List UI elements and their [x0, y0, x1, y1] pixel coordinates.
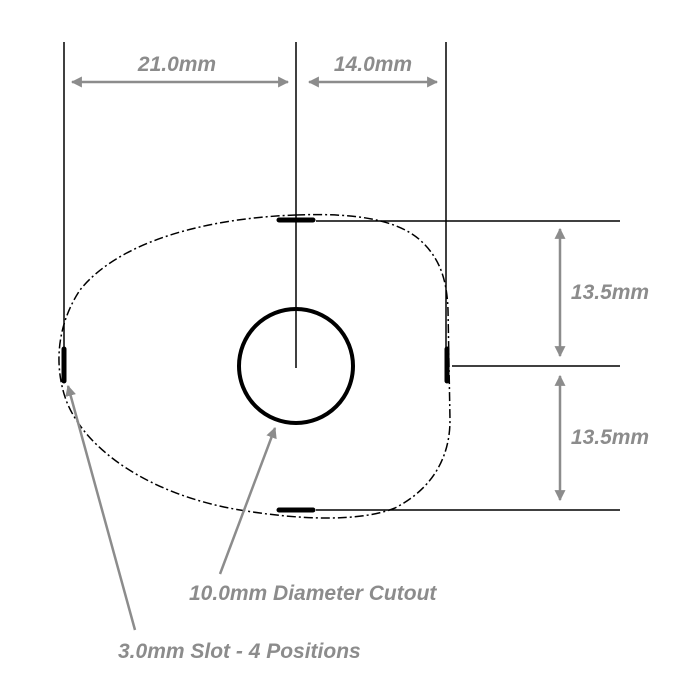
part-outline [58, 213, 451, 519]
dimension-label-lower-height: 13.5mm [571, 426, 649, 449]
diameter-cutout-circle [237, 307, 355, 425]
dimension-label-left-width: 21.0mm [137, 53, 216, 76]
leader-arrow-slot [65, 384, 137, 631]
leader-arrow-cutout [218, 426, 277, 575]
dimension-label-right-width: 14.0mm [334, 53, 412, 76]
cutout-annotation: 10.0mm Diameter Cutout [189, 582, 437, 605]
dimension-label-upper-height: 13.5mm [571, 281, 649, 304]
slot-annotation: 3.0mm Slot - 4 Positions [118, 640, 361, 663]
